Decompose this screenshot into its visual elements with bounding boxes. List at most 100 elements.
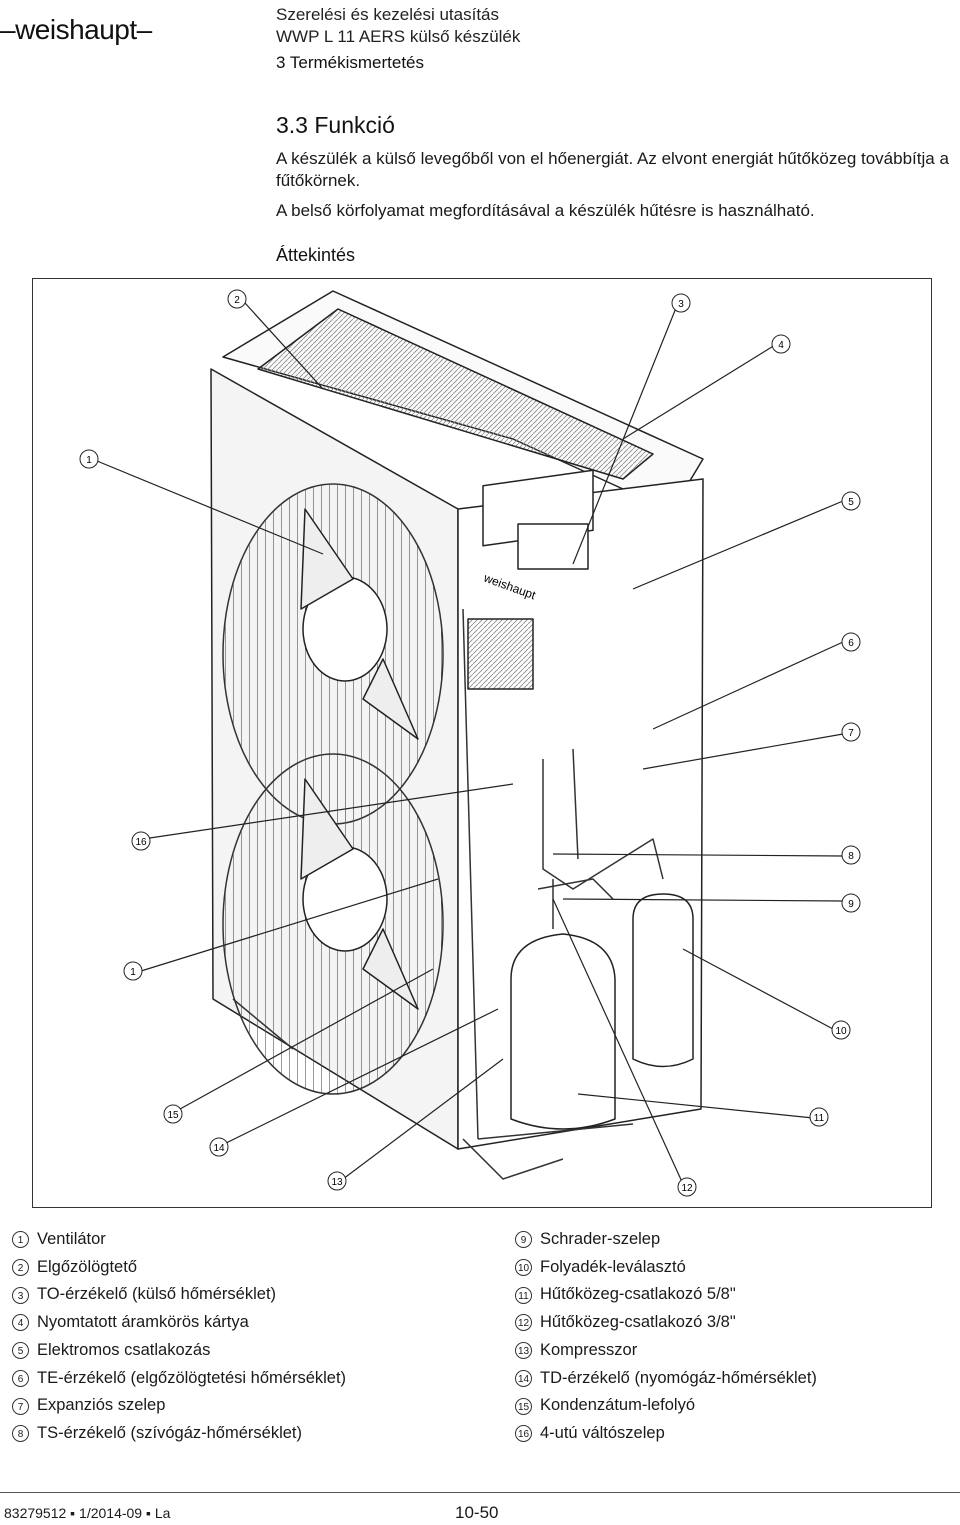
- legend-label: Ventilátor: [37, 1230, 106, 1248]
- legend-number: 16: [515, 1425, 532, 1443]
- callout-12: 12: [677, 1177, 697, 1197]
- footer-page-number: 10-50: [455, 1503, 499, 1522]
- svg-text:12: 12: [681, 1183, 693, 1194]
- legend-number: 13: [515, 1342, 532, 1360]
- legend-number: 7: [12, 1397, 29, 1415]
- legend-item: 12 Hűtőközeg-csatlakozó 3/8": [515, 1309, 817, 1337]
- svg-text:1: 1: [130, 967, 136, 978]
- title-line-1: Szerelési és kezelési utasítás: [276, 5, 499, 24]
- callout-13: 13: [327, 1171, 347, 1191]
- callouts: 1 2 3 4 5 6 7 8 9 10 11 12 13 14 15 16 1: [79, 289, 861, 1197]
- svg-text:11: 11: [814, 1113, 825, 1124]
- liquid-separator: [632, 893, 694, 1068]
- callout-14: 14: [209, 1137, 229, 1157]
- svg-text:13: 13: [331, 1177, 343, 1188]
- svg-text:7: 7: [848, 728, 854, 739]
- section-title: 3 Termékismertetés: [276, 53, 425, 72]
- callout-10: 10: [831, 1020, 851, 1040]
- legend-label: Hűtőközeg-csatlakozó 5/8": [540, 1285, 736, 1304]
- svg-text:9: 9: [848, 899, 854, 910]
- legend-item: 14 TD-érzékelő (nyomógáz-hőmérséklet): [515, 1365, 817, 1393]
- legend-item: 10 Folyadék-leválasztó: [515, 1254, 817, 1282]
- svg-text:3: 3: [678, 299, 684, 310]
- unit-feet: [232, 998, 564, 1180]
- svg-text:10: 10: [835, 1026, 847, 1037]
- legend-label: Schrader-szelep: [540, 1230, 661, 1248]
- transformer: [467, 618, 534, 690]
- legend-number: 8: [12, 1425, 29, 1443]
- figure-title: Áttekintés: [276, 245, 356, 265]
- callout-6: 6: [841, 632, 861, 652]
- legend-item: 15 Kondenzátum-lefolyó: [515, 1392, 817, 1420]
- legend-label: TE-érzékelő (elgőzölögtetési hőmérséklet…: [37, 1368, 347, 1387]
- document-title: Szerelési és kezelési utasítás WWP L 11 …: [276, 4, 520, 48]
- footer-doc-id: 83279512 ▪ 1/2014-09 ▪ La: [4, 1505, 171, 1521]
- legend-right: 9 Schrader-szelep 10 Folyadék-leválasztó 1…: [515, 1226, 817, 1448]
- compressor: [510, 933, 616, 1130]
- legend-number: 11: [515, 1286, 532, 1304]
- callout-8: 8: [841, 845, 861, 865]
- weishaupt-logo: –weishaupt–: [0, 14, 152, 45]
- legend-item: 4 Nyomtatott áramkörös kártya: [12, 1309, 346, 1337]
- callout-4: 4: [771, 334, 791, 354]
- legend-label: Nyomtatott áramkörös kártya: [37, 1313, 249, 1332]
- legend-number: 12: [515, 1314, 532, 1332]
- callout-16: 16: [131, 831, 151, 851]
- legend-number: 4: [12, 1314, 29, 1332]
- svg-text:16: 16: [135, 837, 147, 848]
- svg-text:4: 4: [778, 340, 784, 351]
- callout-leaders: [96, 302, 844, 1185]
- legend-label: Hűtőközeg-csatlakozó 3/8": [540, 1313, 736, 1332]
- callout-7: 7: [841, 722, 861, 742]
- paragraph-cooling: A belső körfolyamat megfordításával a ké…: [276, 201, 815, 220]
- footer-divider: [0, 1492, 960, 1493]
- legend-number: 3: [12, 1286, 29, 1304]
- legend-label: Kompresszor: [540, 1340, 638, 1359]
- svg-text:15: 15: [167, 1110, 179, 1121]
- legend-number: 14: [515, 1369, 532, 1387]
- legend-label: Elektromos csatlakozás: [37, 1340, 211, 1359]
- legend-number: 6: [12, 1369, 29, 1387]
- callout-2: 2: [227, 289, 247, 309]
- legend-label: Expanziós szelep: [37, 1396, 166, 1415]
- legend-item: 6 TE-érzékelő (elgőzölögtetési hőmérsékle…: [12, 1365, 346, 1393]
- callout-3: 3: [671, 293, 691, 313]
- legend-item: 9 Schrader-szelep: [515, 1226, 817, 1254]
- legend-number: 15: [515, 1397, 532, 1415]
- callout-1-lower: 1: [123, 961, 143, 981]
- legend-label: TD-érzékelő (nyomógáz-hőmérséklet): [540, 1368, 817, 1387]
- legend-number: 10: [515, 1259, 532, 1277]
- heat-pump-illustration: weishaupt 1 2 3 4 5: [79, 289, 861, 1197]
- svg-text:2: 2: [234, 295, 240, 306]
- fan-blade-upper: [300, 508, 419, 740]
- callout-5: 5: [841, 491, 861, 511]
- legend-number: 2: [12, 1259, 29, 1277]
- callout-1-upper: 1: [79, 449, 99, 469]
- page-heading: 3.3 Funkció: [276, 112, 395, 138]
- legend-label: Kondenzátum-lefolyó: [540, 1396, 696, 1415]
- legend-item: 16 4-utú váltószelep: [515, 1420, 817, 1448]
- legend-item: 2 Elgőzölögtető: [12, 1254, 346, 1282]
- svg-text:1: 1: [86, 455, 92, 466]
- inner-frame: [462, 608, 634, 1140]
- title-line-2: WWP L 11 AERS külső készülék: [276, 27, 521, 46]
- legend-label: 4-utú váltószelep: [540, 1423, 665, 1442]
- legend-number: 1: [12, 1231, 29, 1249]
- fan-blade-lower: [300, 778, 419, 1010]
- svg-text:14: 14: [213, 1143, 225, 1154]
- valves: [537, 878, 614, 900]
- legend-item: 11 Hűtőközeg-csatlakozó 5/8": [515, 1281, 817, 1309]
- legend-item: 5 Elektromos csatlakozás: [12, 1337, 346, 1365]
- legend-label: Folyadék-leválasztó: [540, 1257, 686, 1276]
- legend-number: 5: [12, 1342, 29, 1360]
- legend-label: Elgőzölögtető: [37, 1257, 137, 1276]
- evaporator-top: [257, 308, 654, 480]
- legend-item: 1 Ventilátor: [12, 1226, 346, 1254]
- pipe-run: [542, 748, 664, 929]
- paragraph-function: A készülék a külső levegőből von el hően…: [276, 149, 949, 190]
- legend-number: 9: [515, 1231, 532, 1249]
- svg-text:5: 5: [848, 497, 854, 508]
